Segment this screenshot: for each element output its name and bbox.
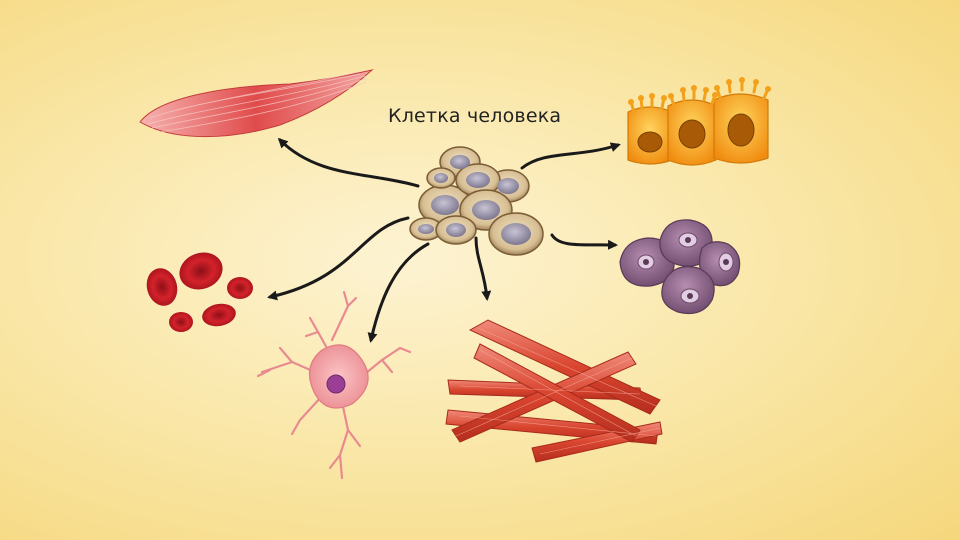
human-cells-cluster-icon <box>409 146 544 256</box>
muscle-fibers-icon <box>445 319 663 463</box>
arrow-to-muscle-fibers <box>474 236 492 301</box>
neuron-icon <box>256 290 412 480</box>
epithelial-cells-icon <box>627 77 771 166</box>
arrow-to-epithelial-cells <box>520 142 621 170</box>
smooth-muscle-cell-icon <box>139 69 374 138</box>
diagram-title: Клетка человека <box>388 105 562 127</box>
arrow-to-neuron <box>367 242 430 343</box>
cancer-cells-icon <box>619 219 741 315</box>
arrow-to-muscle-cell <box>277 137 420 188</box>
arrow-to-red-blood-cells <box>267 216 410 301</box>
arrow-to-cancer-cells <box>550 233 618 250</box>
arrows <box>267 137 621 343</box>
red-blood-cells-icon <box>146 252 253 332</box>
